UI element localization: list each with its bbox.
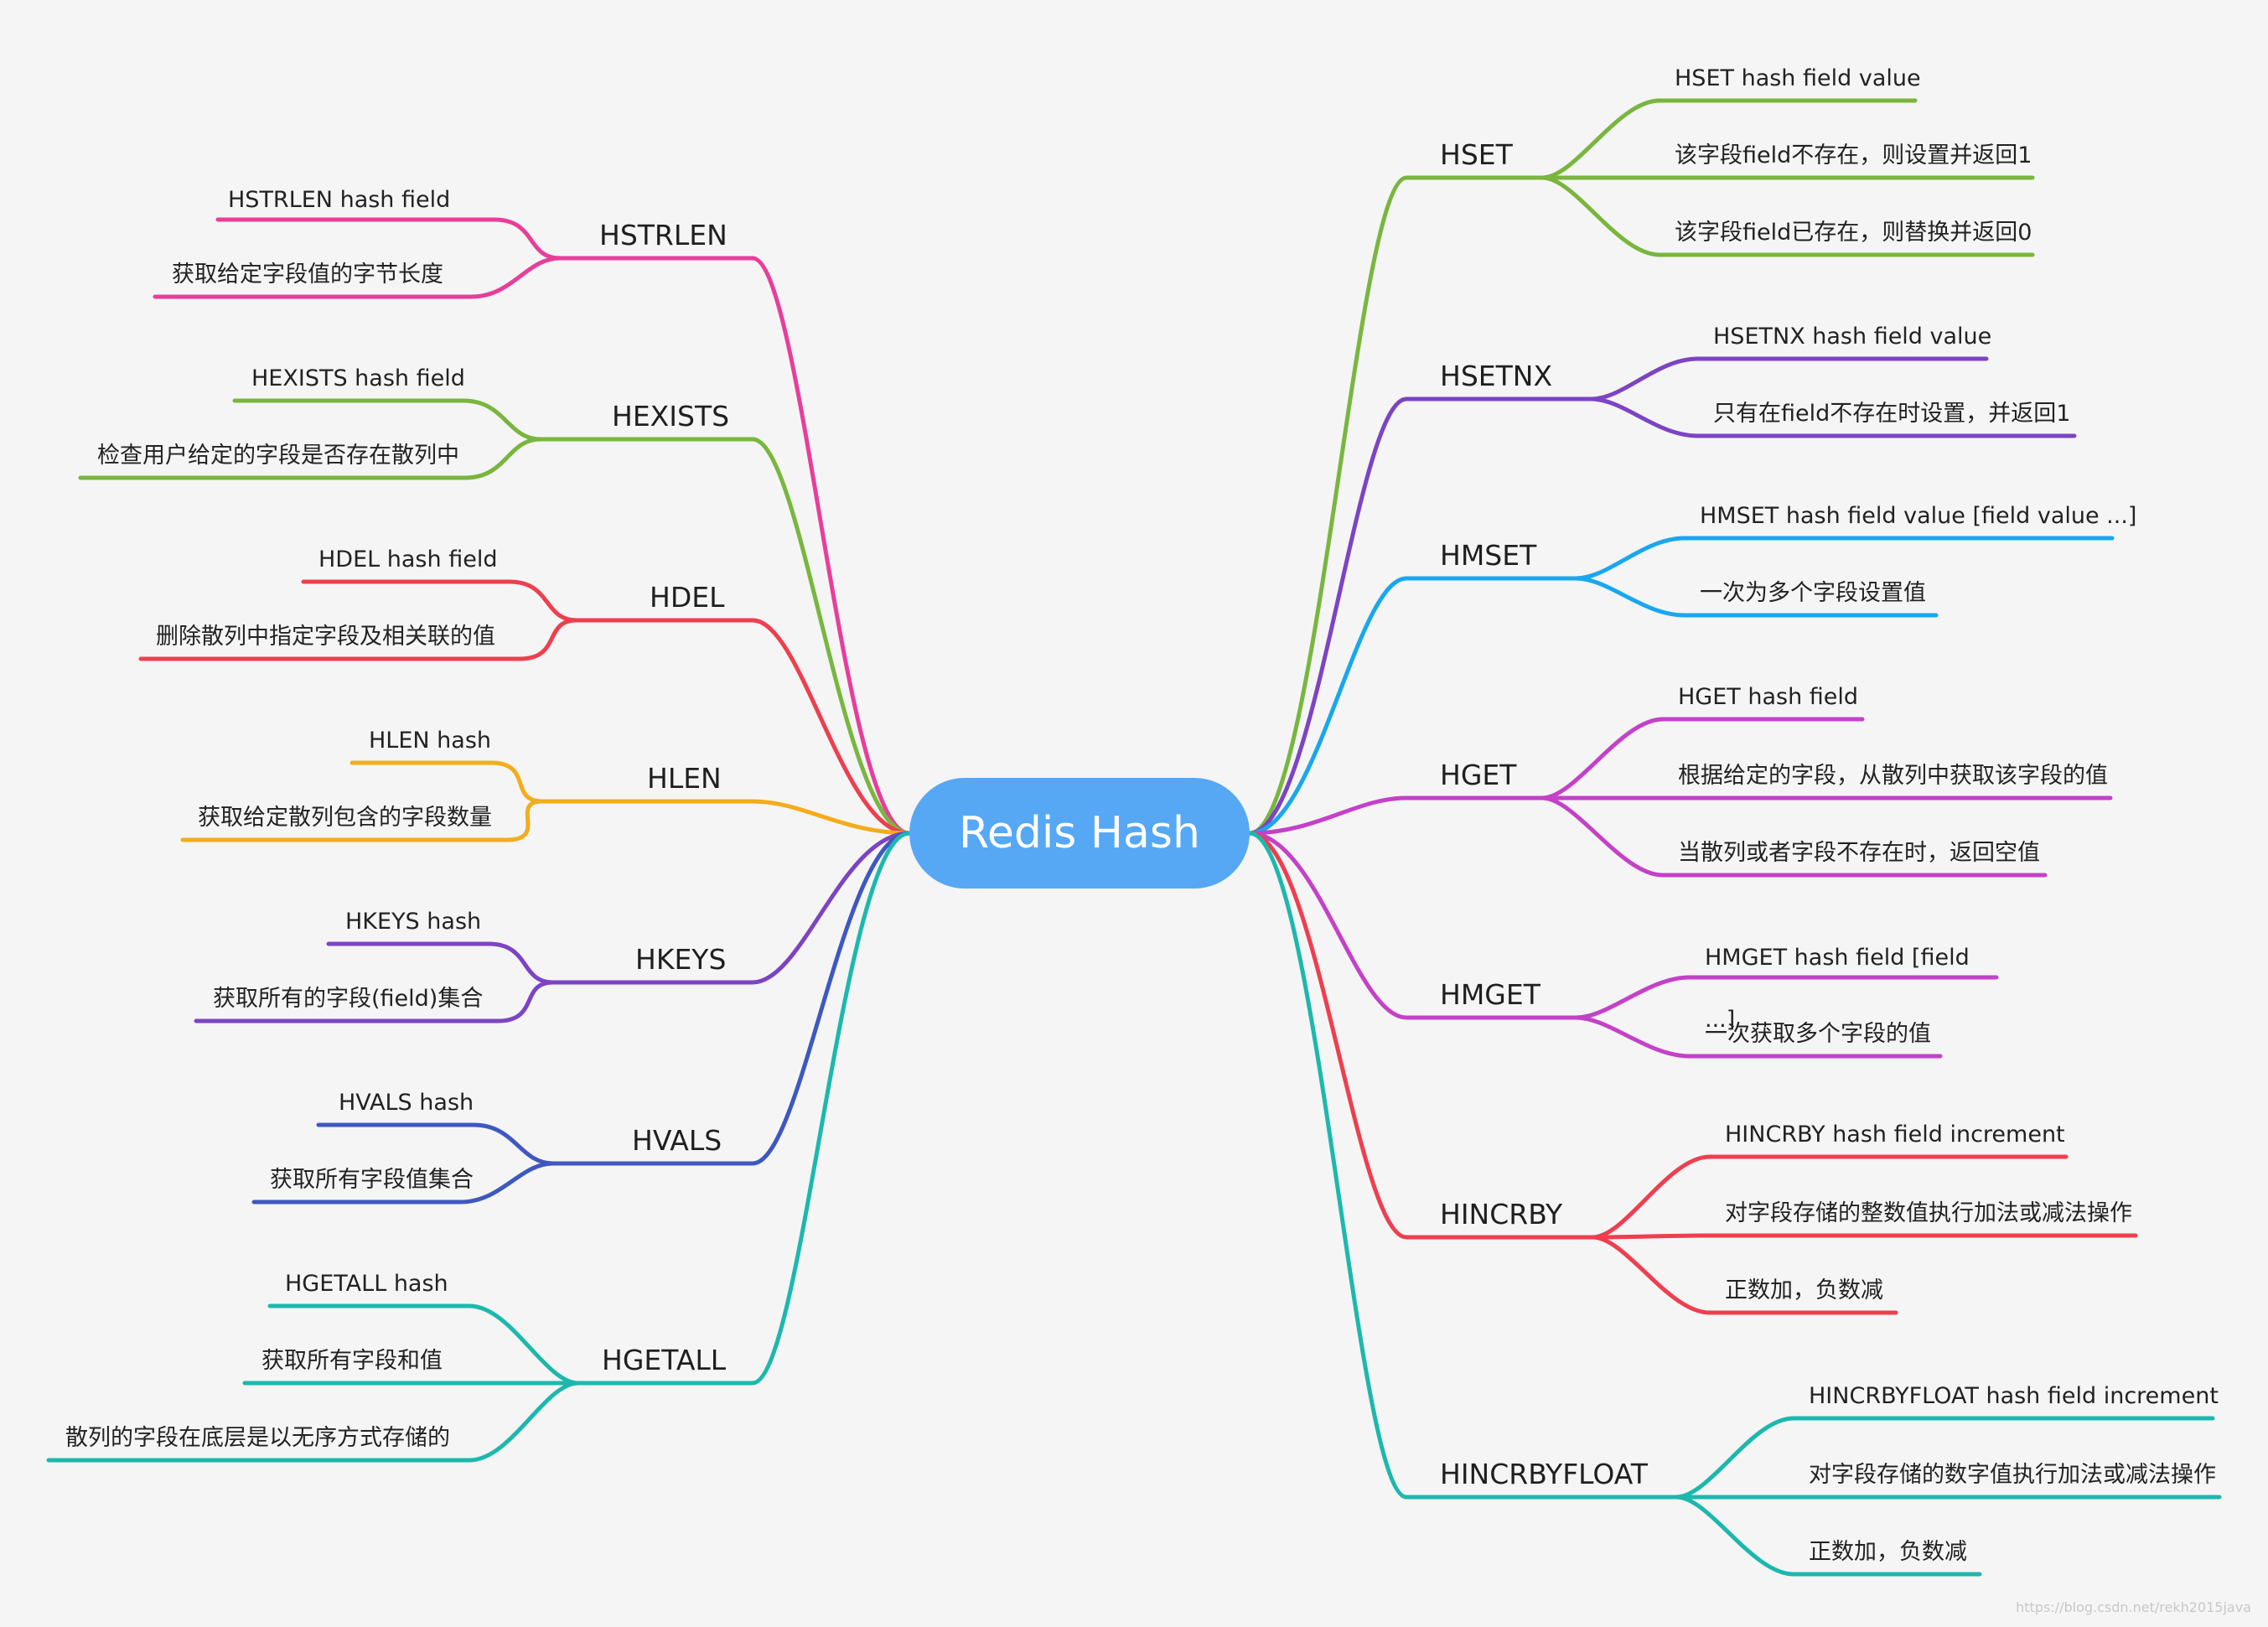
branch-line-hset (1247, 175, 1545, 836)
leaf-line (267, 1303, 581, 1386)
leaf-line (1590, 1233, 2138, 1240)
branch-line-hgetall (576, 831, 912, 1386)
leaf-line (194, 980, 556, 1023)
leaf-line (215, 217, 562, 261)
leaf-line (1590, 1154, 2069, 1240)
branch-line-hlen (540, 799, 912, 836)
branch-hgetall[interactable]: HGETALL (602, 1344, 727, 1376)
branch-hmget[interactable]: HMGET (1440, 978, 1540, 1011)
leaf-label: 正数加，负数减 (1809, 1539, 1967, 1565)
branch-hsetnx[interactable]: HSETNX (1440, 360, 1553, 392)
leaf-label: 获取所有字段和值 (261, 1348, 443, 1374)
leaf-label: HGETALL hash (285, 1271, 448, 1297)
leaf-label: HSTRLEN hash field (228, 187, 451, 213)
leaf-label: HSETNX hash field value (1713, 324, 1992, 350)
leaf-label: 正数加，负数减 (1725, 1277, 1883, 1303)
leaf-line (1573, 1015, 1943, 1059)
branch-line-hvals (551, 831, 912, 1166)
leaf-line (1540, 175, 2035, 257)
leaf-line (1540, 98, 1918, 180)
leaf-label: 一次为多个字段设置值 (1700, 580, 1926, 606)
leaf-line (1573, 576, 1939, 618)
branch-hdel[interactable]: HDEL (650, 581, 725, 614)
branch-hvals[interactable]: HVALS (632, 1124, 722, 1157)
leaf-label: 该字段field不存在，则设置并返回1 (1675, 142, 2032, 168)
leaf-line (46, 1381, 581, 1463)
branch-hmset[interactable]: HMSET (1440, 539, 1537, 572)
leaf-label: 获取给定散列包含的字段数量 (198, 805, 492, 831)
branch-line-hget (1247, 795, 1545, 836)
leaf-line (316, 1122, 556, 1166)
central-topic-label: Redis Hash (959, 808, 1200, 858)
leaf-label: 获取所有的字段(field)集合 (213, 986, 484, 1012)
branch-line-hmget (1247, 831, 1578, 1020)
branch-line-hdel (574, 618, 912, 836)
leaf-label: 获取给定字段值的字节长度 (172, 262, 443, 288)
branch-line-hstrlen (557, 256, 912, 836)
leaf-line (1573, 975, 1999, 1020)
branch-hincrby[interactable]: HINCRBY (1440, 1198, 1563, 1231)
leaf-line (180, 799, 545, 842)
central-topic[interactable]: Redis Hash (909, 778, 1250, 889)
branch-hlen[interactable]: HLEN (647, 762, 722, 795)
leaf-line (78, 437, 543, 480)
leaf-label: 对字段存储的数字值执行加法或减法操作 (1809, 1462, 2216, 1488)
leaf-line (1588, 356, 1989, 402)
leaf-label: 检查用户给定的字段是否存在散列中 (97, 443, 459, 469)
leaf-label: 获取所有字段值集合 (270, 1167, 474, 1193)
branch-hexists[interactable]: HEXISTS (612, 400, 730, 433)
branch-hstrlen[interactable]: HSTRLEN (599, 219, 728, 251)
leaf-line (326, 941, 556, 985)
leaf-label: HKEYS hash (345, 909, 482, 935)
leaf-label: HEXISTS hash field (251, 365, 465, 391)
leaf-line (1573, 536, 2115, 581)
leaf-label: 该字段field已存在，则替换并返回0 (1675, 220, 2032, 246)
leaf-label: HVALS hash (339, 1090, 474, 1116)
leaf-line (1540, 717, 1865, 801)
watermark: https://blog.csdn.net/rekh2015java (2016, 1599, 2251, 1615)
leaf-label: HDEL hash field (318, 547, 498, 573)
leaf-label: 删除散列中指定字段及相关联的值 (156, 624, 495, 650)
leaf-line (251, 1161, 556, 1205)
branch-line-hexists (538, 437, 912, 836)
leaf-label: 对字段存储的整数值执行加法或减法操作 (1725, 1200, 2132, 1226)
leaf-line (232, 398, 543, 442)
leaf-line (301, 579, 579, 623)
branch-hkeys[interactable]: HKEYS (635, 943, 727, 976)
branch-line-hincrbyfloat (1247, 831, 1679, 1500)
leaf-label: 只有在field不存在时设置，并返回1 (1713, 401, 2071, 427)
leaf-label: HINCRBYFLOAT hash field increment (1809, 1383, 2219, 1409)
leaf-label: 一次获取多个字段的值 (1705, 1021, 1931, 1047)
leaf-line (138, 618, 579, 661)
leaf-label: HGET hash field (1678, 684, 1859, 710)
leaf-label: 散列的字段在底层是以无序方式存储的 (65, 1425, 450, 1451)
leaf-line (153, 256, 562, 299)
leaf-line (350, 760, 545, 804)
leaf-label: HMSET hash field value [field value ...] (1700, 503, 2137, 529)
leaf-label: HLEN hash (369, 728, 492, 754)
leaf-line (1674, 1416, 2215, 1500)
leaf-line (1540, 795, 2048, 878)
leaf-line (1588, 396, 2077, 438)
branch-hget[interactable]: HGET (1440, 759, 1517, 791)
branch-line-hmset (1247, 576, 1578, 836)
leaf-line (1590, 1235, 1898, 1315)
leaf-label: 当散列或者字段不存在时，返回空值 (1678, 840, 2040, 866)
leaf-label: HMGET hash field [field ...] (1705, 945, 1970, 1033)
branch-line-hsetnx (1247, 396, 1593, 836)
branch-line-hkeys (551, 831, 912, 985)
branch-hincrbyfloat[interactable]: HINCRBYFLOAT (1440, 1458, 1648, 1490)
branch-line-hincrby (1247, 831, 1595, 1240)
leaf-label: 根据给定的字段，从散列中获取该字段的值 (1678, 763, 2108, 789)
leaf-line (1674, 1495, 1982, 1577)
branch-hset[interactable]: HSET (1440, 138, 1513, 171)
leaf-label: HSET hash field value (1675, 65, 1921, 91)
leaf-label: HINCRBY hash field increment (1725, 1122, 2065, 1148)
